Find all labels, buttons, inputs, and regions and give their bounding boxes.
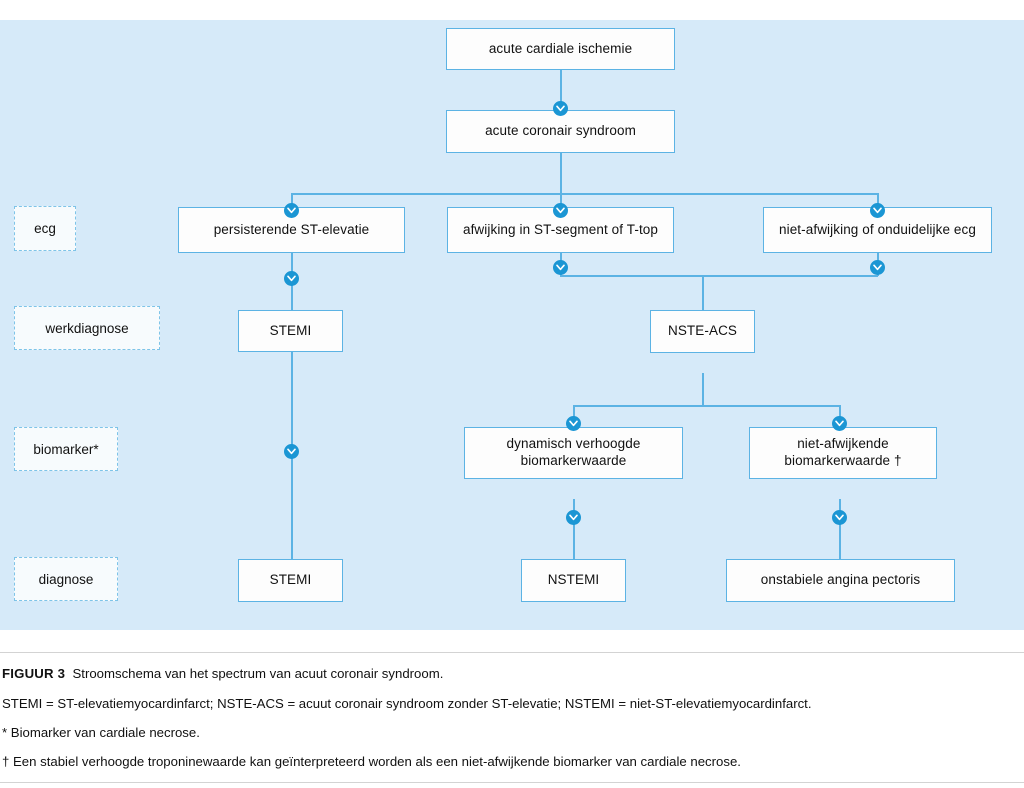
connector-ischemie-acs (560, 70, 562, 128)
node-acute-cardiale-ischemie[interactable]: acute cardiale ischemie (446, 28, 675, 70)
caption-title-line: FIGUUR 3 Stroomschema van het spectrum v… (2, 666, 443, 681)
arrow-marker-nstemi (565, 510, 581, 525)
node-biomarker-niet-afwijkend-line1: niet-afwijkende (797, 436, 889, 452)
caption-figure-label: FIGUUR 3 (2, 666, 66, 681)
caption-abbreviations: STEMI = ST-elevatiemyocardinfarct; NSTE-… (2, 696, 812, 711)
connector-nsteacs-down (702, 373, 704, 406)
caption-footnote-star: * Biomarker van cardiale necrose. (2, 725, 200, 740)
node-werkdiagnose-nste-acs-label: NSTE-ACS (667, 323, 738, 339)
caption-footnote-dagger: † Een stabiel verhoogde troponinewaarde … (2, 754, 741, 769)
row-label-biomarker: biomarker* (14, 427, 118, 471)
node-diagnose-stemi[interactable]: STEMI (238, 559, 343, 602)
node-ecg-persisterende-st-elevatie[interactable]: persisterende ST-elevatie (178, 207, 405, 253)
row-label-ecg: ecg (14, 206, 76, 251)
node-diagnose-stemi-label: STEMI (269, 572, 312, 588)
row-label-diagnose-text: diagnose (38, 571, 94, 587)
node-acute-coronair-syndroom[interactable]: acute coronair syndroom (446, 110, 675, 153)
row-label-werkdiagnose-text: werkdiagnose (45, 320, 129, 336)
connector-acs-down (560, 153, 562, 194)
row-label-ecg-text: ecg (34, 221, 56, 236)
row-label-diagnose: diagnose (14, 557, 118, 601)
arrow-marker-merge-left (552, 260, 568, 275)
arrow-marker-ecg-middle (552, 203, 568, 218)
node-werkdiagnose-nste-acs[interactable]: NSTE-ACS (650, 310, 755, 353)
arrow-marker-ecg-right (869, 203, 885, 218)
connector-merge-to-nsteacs (702, 275, 704, 310)
connector-bioleft-nstemi (573, 499, 575, 579)
node-ecg-persisterende-st-elevatie-label: persisterende ST-elevatie (213, 221, 370, 237)
arrow-marker-bio-left (565, 416, 581, 431)
node-werkdiagnose-stemi-label: STEMI (269, 322, 312, 338)
connector-stemi-column (291, 352, 293, 579)
arrow-marker-uap (831, 510, 847, 525)
node-diagnose-nstemi-label: NSTEMI (547, 572, 600, 588)
arrow-marker-stemi-biomarker (283, 444, 299, 459)
node-diagnose-onstabiele-angina-pectoris-label: onstabiele angina pectoris (760, 572, 921, 588)
node-biomarker-dynamisch-verhoogd-line2: biomarkerwaarde (520, 453, 627, 468)
node-ecg-afwijking-st-segment-label: afwijking in ST-segment of T-top (462, 221, 659, 237)
node-werkdiagnose-stemi[interactable]: STEMI (238, 310, 343, 352)
connector-biomarker-distributor (573, 405, 840, 407)
caption-title-text: Stroomschema van het spectrum van acuut … (72, 666, 444, 681)
arrow-marker-merge-right (869, 260, 885, 275)
node-acute-coronair-syndroom-label: acute coronair syndroom (485, 123, 636, 139)
node-acute-cardiale-ischemie-label: acute cardiale ischemie (488, 40, 633, 56)
connector-nsteacs-merge (560, 275, 878, 277)
node-diagnose-onstabiele-angina-pectoris[interactable]: onstabiele angina pectoris (726, 559, 955, 602)
figure-caption: FIGUUR 3 Stroomschema van het spectrum v… (0, 630, 1024, 788)
node-ecg-niet-afwijking-onduidelijk-label: niet-afwijking of onduidelijke ecg (778, 221, 976, 237)
connector-ecg-distributor (291, 193, 878, 195)
caption-top-rule (0, 652, 1024, 653)
row-label-biomarker-text: biomarker* (33, 441, 99, 457)
arrow-marker-bio-right (831, 416, 847, 431)
connector-bioright-uap (839, 499, 841, 579)
node-biomarker-niet-afwijkend-line2: biomarkerwaarde † (784, 453, 902, 468)
node-diagnose-nstemi[interactable]: NSTEMI (521, 559, 626, 602)
arrow-marker-ecg-left (283, 203, 299, 218)
caption-bottom-rule (0, 782, 1024, 783)
node-biomarker-dynamisch-verhoogd-line1: dynamisch verhoogde (506, 436, 641, 452)
flowchart-panel: ecg werkdiagnose biomarker* diagnose acu… (0, 20, 1024, 630)
arrow-marker-ischemie-acs (552, 101, 568, 116)
row-label-werkdiagnose: werkdiagnose (14, 306, 160, 350)
arrow-marker-stemi-werkdiagnose (283, 271, 299, 286)
